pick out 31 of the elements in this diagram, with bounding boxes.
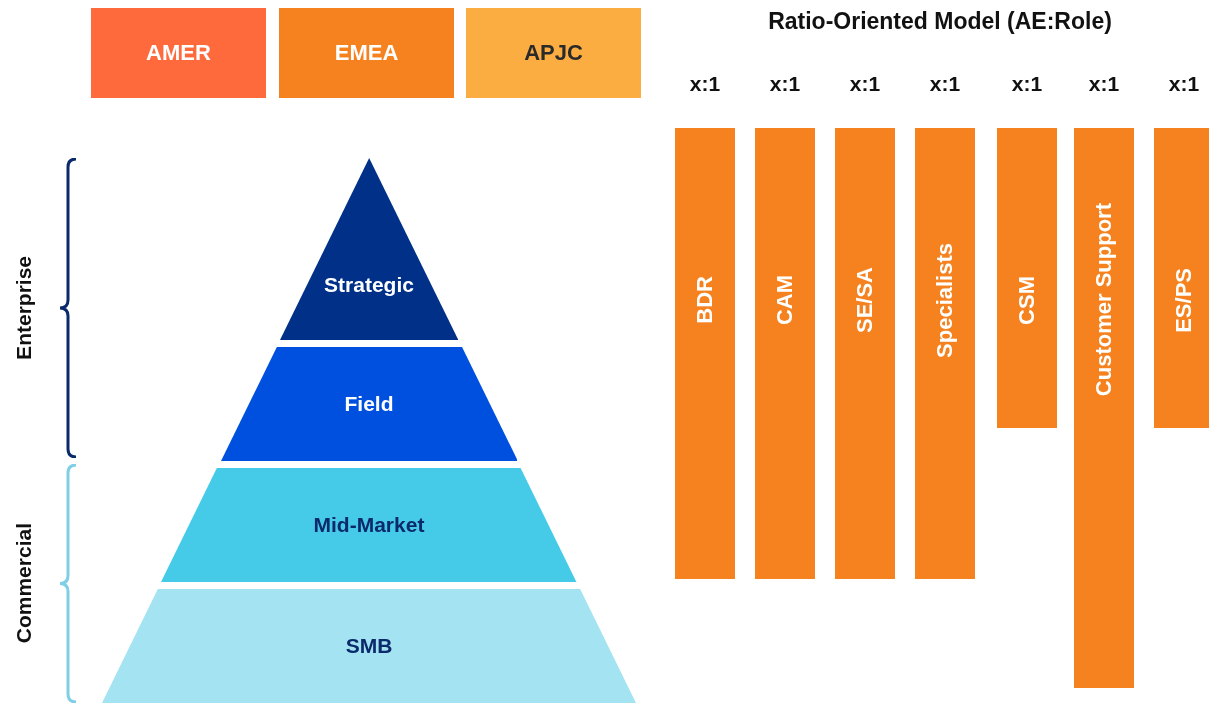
role-name: BDR: [692, 276, 718, 324]
chart-title: Ratio-Oriented Model (AE:Role): [767, 8, 1113, 35]
segment-label: Commercial: [12, 522, 36, 644]
role-name: SE/SA: [852, 267, 878, 333]
ratio-label: x:1: [688, 72, 722, 96]
ratio-label: x:1: [1010, 72, 1044, 96]
role-bar: [1154, 128, 1209, 428]
role-bar: [997, 128, 1057, 428]
ratio-label: x:1: [1167, 72, 1201, 96]
region-tab: EMEA: [279, 8, 454, 98]
ratio-label: x:1: [1087, 72, 1121, 96]
role-bar: [675, 128, 735, 579]
role-bar: [1074, 128, 1134, 688]
segment-label: Enterprise: [12, 256, 36, 360]
region-tab: AMER: [91, 8, 266, 98]
pyramid-tier: SMB: [102, 589, 636, 703]
role-name: Specialists: [932, 242, 958, 358]
ratio-label: x:1: [768, 72, 802, 96]
pyramid-tier: Mid-Market: [161, 468, 577, 582]
ratio-label: x:1: [928, 72, 962, 96]
role-name: ES/PS: [1171, 267, 1197, 333]
role-name: CAM: [772, 274, 798, 326]
role-name: CSM: [1014, 275, 1040, 325]
pyramid-tier: Field: [220, 347, 518, 461]
role-bar: [835, 128, 895, 579]
role-bar: [755, 128, 815, 579]
role-bar: [915, 128, 975, 579]
region-tab: APJC: [466, 8, 641, 98]
pyramid-tier: Strategic: [279, 158, 459, 340]
role-name: Customer Support: [1091, 203, 1117, 397]
ratio-label: x:1: [848, 72, 882, 96]
